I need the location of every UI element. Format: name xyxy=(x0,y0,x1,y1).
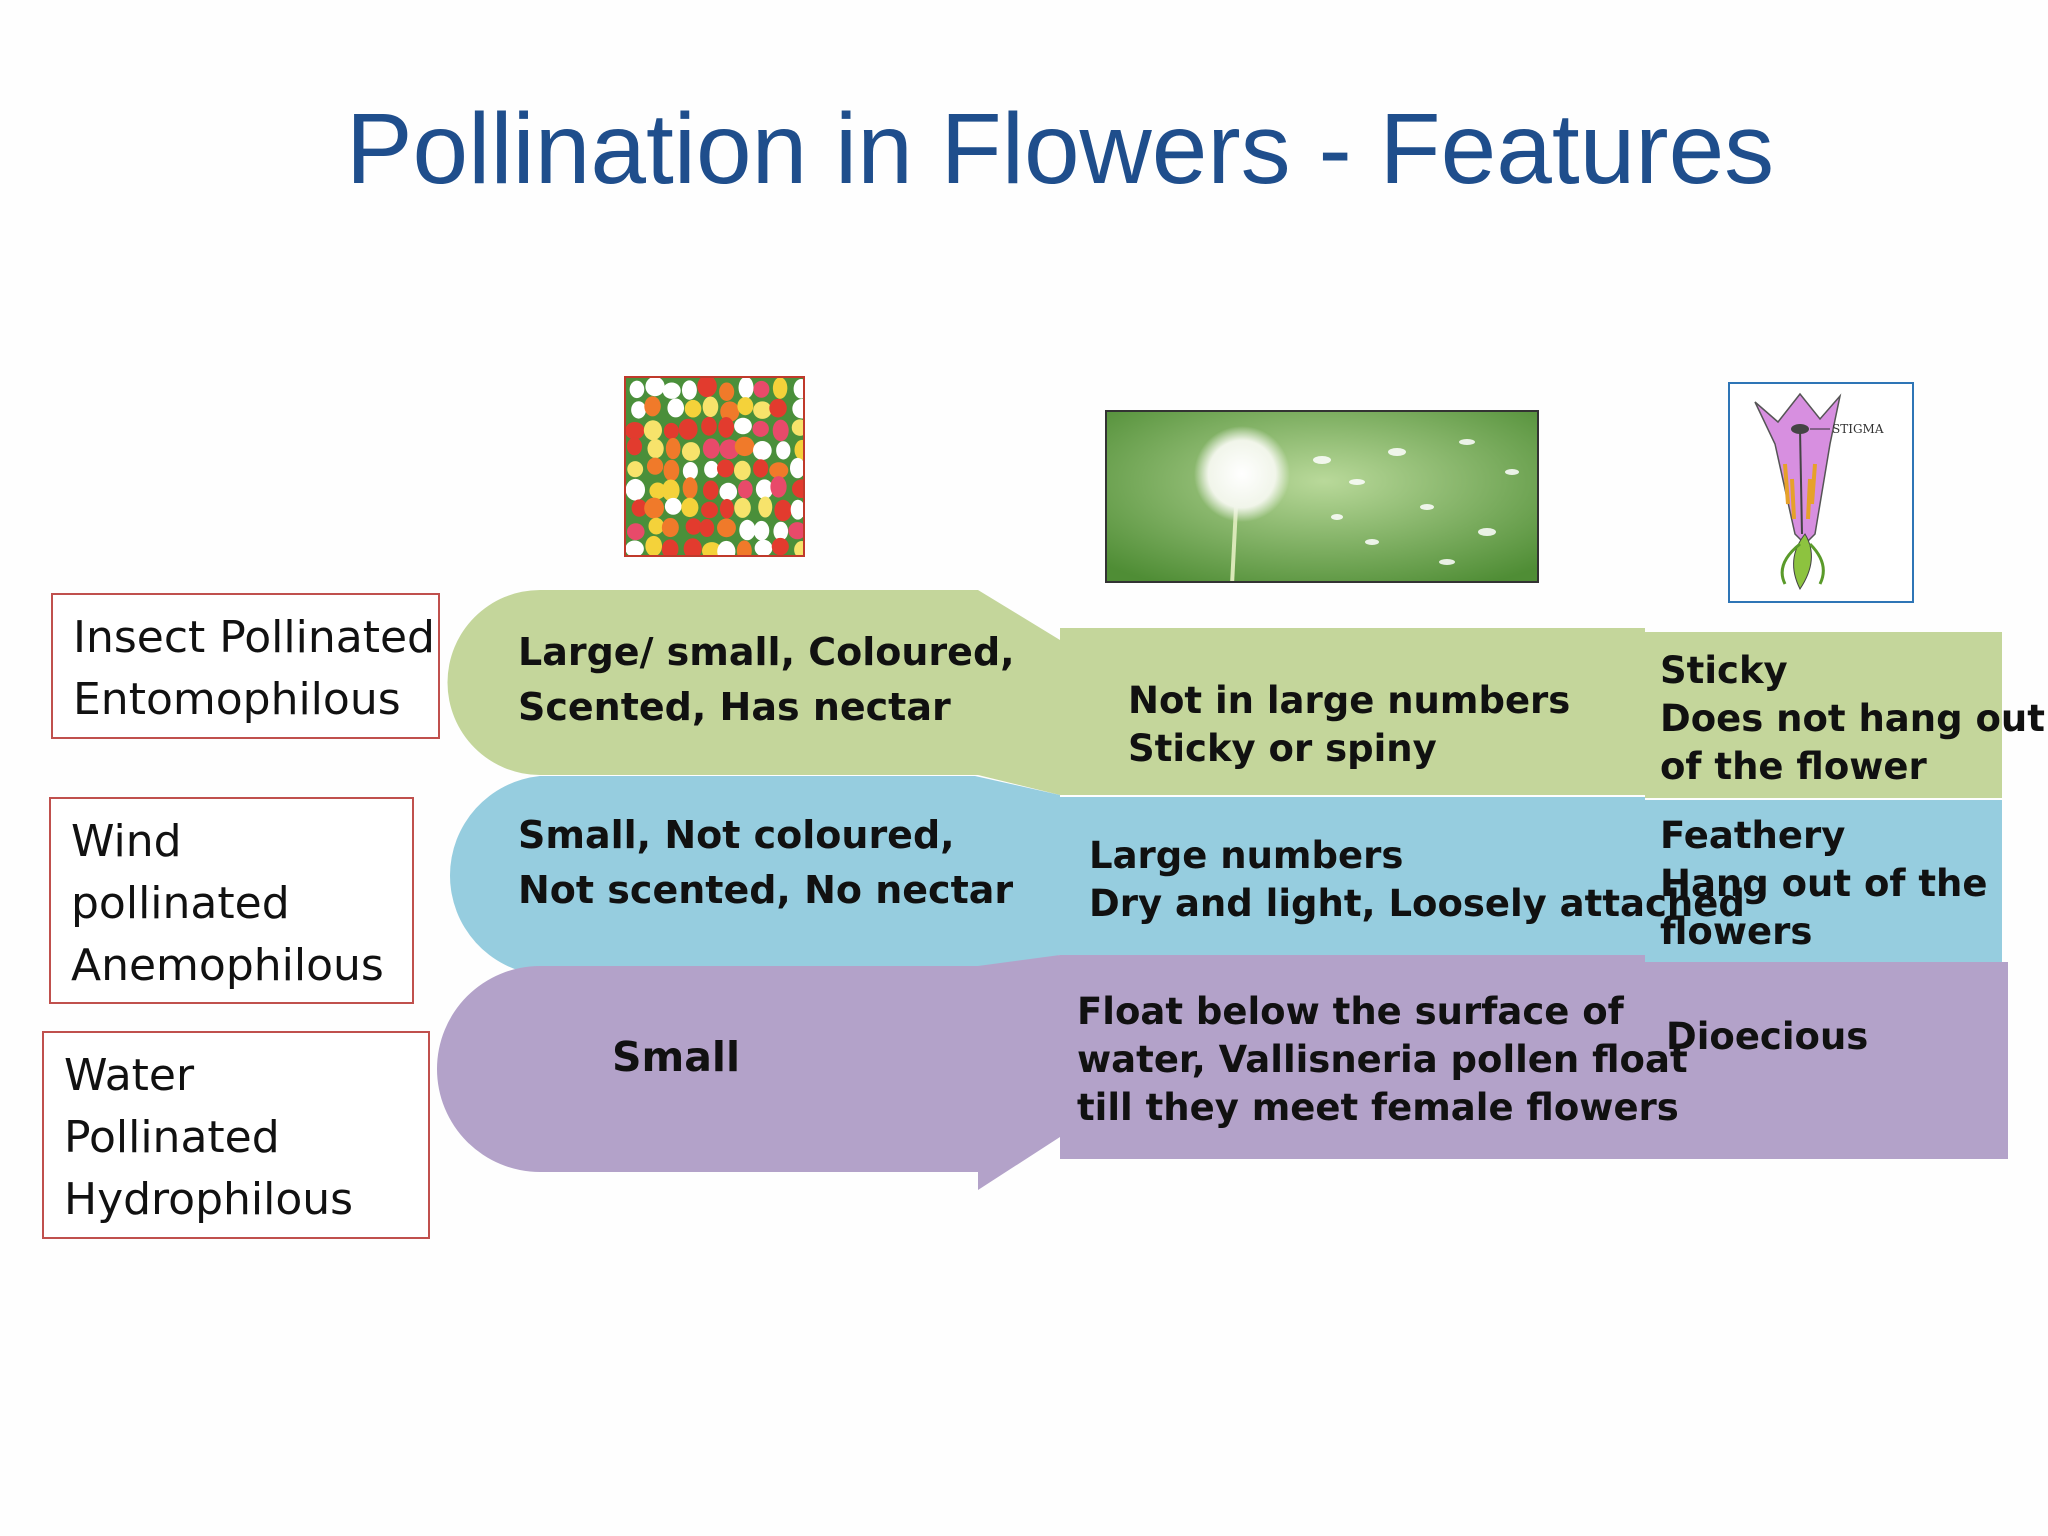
label-wind-line-2: pollinated xyxy=(71,878,290,929)
label-insect-line-1: Insect Pollinated xyxy=(73,612,435,663)
wind-stigma-text: Feathery Hang out of the flowers xyxy=(1660,812,1988,956)
stigma-caption: STIGMA xyxy=(1832,422,1884,436)
label-insect-line-2: Entomophilous xyxy=(73,674,401,725)
wind-flower-text: Small, Not coloured, Not scented, No nec… xyxy=(518,808,1013,918)
water-stigma-band xyxy=(1640,962,2008,1159)
tulip-field-image xyxy=(624,376,805,557)
insect-flower-line-2: Scented, Has nectar xyxy=(518,685,951,729)
wind-stigma-line-3: flowers xyxy=(1660,910,1813,953)
label-water-line-2: Pollinated xyxy=(64,1112,280,1163)
water-pollen-line-1: Float below the surface of xyxy=(1077,990,1624,1033)
water-pollen-band xyxy=(1060,955,1645,1159)
water-flower-text: Small xyxy=(612,1033,740,1081)
insect-flower-line-1: Large/ small, Coloured, xyxy=(518,630,1015,674)
insect-pollen-text: Not in large numbers Sticky or spiny xyxy=(1128,677,1570,773)
insect-pollen-line-2: Sticky or spiny xyxy=(1128,727,1437,770)
wind-pollen-text: Large numbers Dry and light, Loosely att… xyxy=(1089,832,1745,928)
label-water-line-1: Water xyxy=(64,1050,195,1101)
insect-stigma-band xyxy=(1645,632,2002,798)
wind-pollen-band xyxy=(1060,797,1645,955)
label-wind-line-3: Anemophilous xyxy=(71,940,384,991)
label-water: Water Pollinated Hydrophilous xyxy=(42,1031,430,1239)
page-title: Pollination in Flowers - Features xyxy=(345,93,1775,205)
insect-stigma-line-3: of the flower xyxy=(1660,745,1927,788)
water-flower-band xyxy=(437,955,1060,1190)
flower-diagram-icon: STIGMA xyxy=(1754,392,1884,590)
insect-stigma-line-2: Does not hang out xyxy=(1660,697,2045,740)
insect-flower-band xyxy=(447,590,1061,795)
insect-pollen-band xyxy=(1060,628,1645,795)
label-water-line-3: Hydrophilous xyxy=(64,1174,354,1225)
wind-stigma-band xyxy=(1645,800,2002,962)
water-pollen-text: Float below the surface of water, Vallis… xyxy=(1077,988,1688,1132)
wind-pollen-line-2: Dry and light, Loosely attached xyxy=(1089,882,1745,925)
label-wind-line-1: Wind xyxy=(71,816,182,867)
dandelion-seeds-image xyxy=(1105,410,1539,583)
wind-flower-band xyxy=(449,776,1060,975)
dandelion-icon xyxy=(1107,412,1537,581)
wind-flower-line-1: Small, Not coloured, xyxy=(518,813,955,857)
wind-pollen-line-1: Large numbers xyxy=(1089,834,1404,877)
flower-diagram-image: STIGMA xyxy=(1728,382,1914,603)
label-insect: Insect Pollinated Entomophilous xyxy=(51,593,440,739)
insect-stigma-line-1: Sticky xyxy=(1660,649,1788,692)
label-wind: Wind pollinated Anemophilous xyxy=(49,797,414,1004)
water-stigma-text: Dioecious xyxy=(1666,1013,1868,1061)
insect-stigma-text: Sticky Does not hang out of the flower xyxy=(1660,647,2045,791)
wind-stigma-line-2: Hang out of the xyxy=(1660,862,1988,905)
tulip-field-icon xyxy=(626,378,803,555)
water-pollen-line-2: water, Vallisneria pollen float xyxy=(1077,1038,1688,1081)
wind-flower-line-2: Not scented, No nectar xyxy=(518,868,1014,912)
insect-flower-text: Large/ small, Coloured, Scented, Has nec… xyxy=(518,625,1015,735)
wind-stigma-line-1: Feathery xyxy=(1660,814,1846,857)
insect-pollen-line-1: Not in large numbers xyxy=(1128,679,1571,722)
water-stigma-line-1: Dioecious xyxy=(1666,1015,1869,1058)
water-flower-line-1: Small xyxy=(612,1033,741,1081)
water-pollen-line-3: till they meet female flowers xyxy=(1077,1086,1679,1129)
